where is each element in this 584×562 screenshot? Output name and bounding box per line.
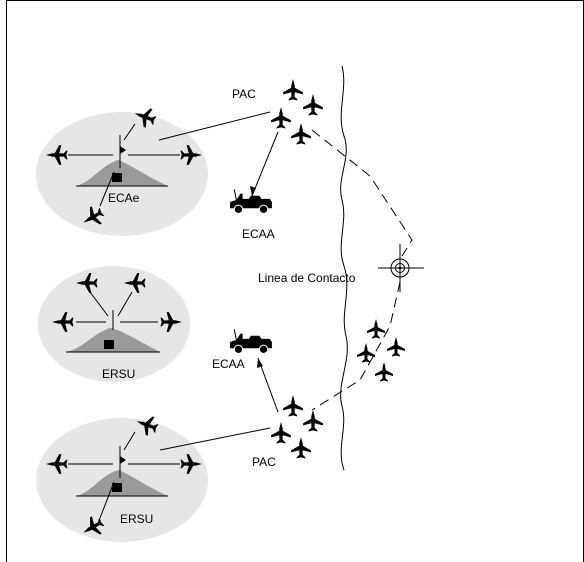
label-pac-top: PAC [232,87,256,101]
pac-bottom-formation [271,395,323,459]
route-top [311,129,413,257]
radar-site-icon [112,173,122,182]
aircraft-icon [291,437,311,459]
radar-site-icon [112,483,122,492]
aircraft-icon [271,422,291,444]
radar-site-icon [104,340,114,349]
label-ecae: ECAe [108,191,140,205]
label-contact-line: Linea de Contacto [258,271,356,285]
jeep-icon [229,188,273,215]
pac-top-formation [271,79,323,145]
target-icon [378,244,424,292]
aircraft-icon [303,94,323,116]
jeep-icon [229,328,273,355]
ersu-site-middle [38,266,190,382]
aircraft-icon [291,123,311,145]
aircraft-icon [283,79,303,101]
aircraft-icon [375,362,393,382]
aircraft-icon [303,410,323,432]
aircraft-icon [387,337,405,357]
label-ecaa-top: ECAA [242,227,275,241]
route-bottom [311,281,401,411]
label-ecaa-bottom: ECAA [212,357,245,371]
aircraft-icon [283,395,303,417]
aircraft-icon [271,107,291,129]
aircraft-icon [367,319,385,339]
label-ersu-middle: ERSU [102,367,135,381]
ecae-site [36,112,208,236]
contact-line [340,65,348,471]
label-ersu-bottom: ERSU [120,512,153,526]
label-pac-bottom: PAC [252,455,276,469]
aircraft-icon [357,343,375,363]
